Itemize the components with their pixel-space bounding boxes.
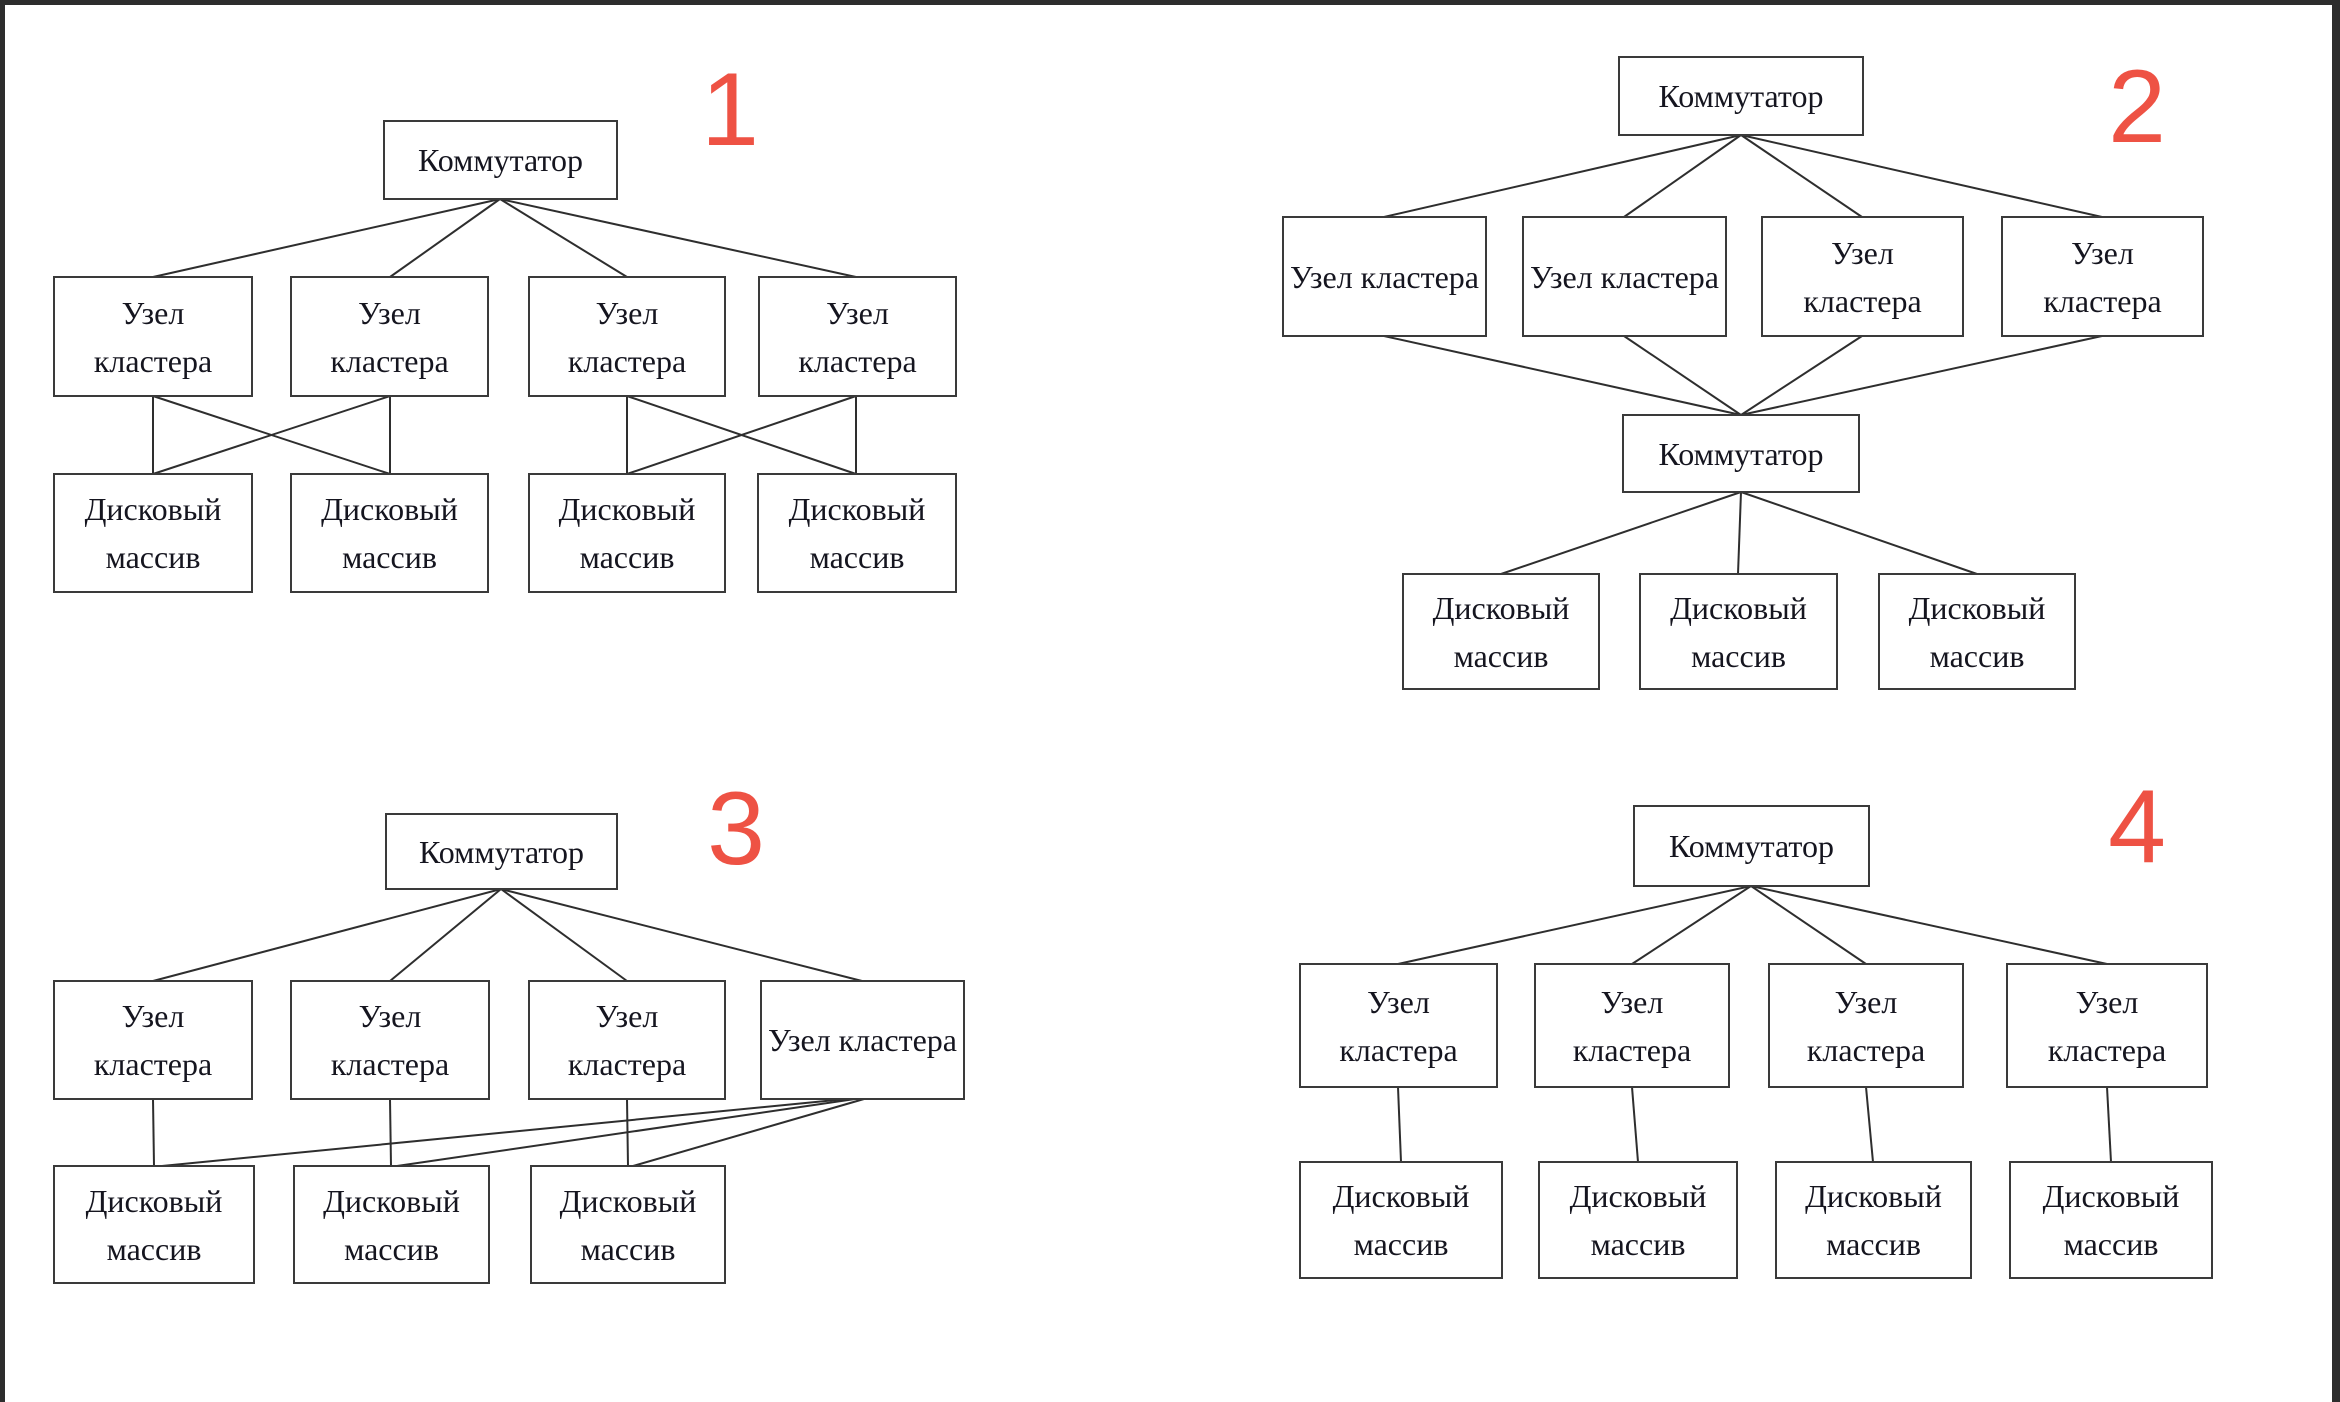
d4-disk-array-box-2: Дисковый массив	[1538, 1161, 1738, 1279]
d2-cluster-node-box-3: Узел кластера	[1761, 216, 1964, 337]
d3-disk-array-box-2: Дисковый массив	[293, 1165, 490, 1284]
d1-disk-array-box-1: Дисковый массив	[53, 473, 253, 593]
connector-line	[1631, 1086, 1639, 1163]
d4-disk-array-box-3: Дисковый массив	[1775, 1161, 1972, 1279]
d1-disk-array-box-2: Дисковый массив	[290, 473, 489, 593]
connector-line	[1740, 335, 2103, 416]
d3-cluster-node-box-4: Узел кластера	[760, 980, 965, 1100]
d1-cluster-node-box-2: Узел кластера	[290, 276, 489, 397]
connector-line	[1623, 134, 1742, 218]
d4-disk-array-box-4: Дисковый массив	[2009, 1161, 2213, 1279]
connector-line	[389, 888, 502, 982]
connector-line	[632, 1098, 865, 1167]
d3-cluster-node-box-2: Узел кластера	[290, 980, 490, 1100]
connector-line	[1631, 885, 1752, 965]
d4-cluster-node-box-1: Узел кластера	[1299, 963, 1498, 1088]
window-frame-right	[2332, 0, 2340, 1402]
d4-cluster-node-box-3: Узел кластера	[1768, 963, 1964, 1088]
window-frame-left	[0, 0, 5, 1402]
connector-line	[1740, 335, 1863, 416]
connector-line	[500, 888, 863, 982]
window-frame-top	[0, 0, 2340, 5]
connector-line	[152, 1098, 155, 1167]
d3-cluster-node-box-3: Узел кластера	[528, 980, 726, 1100]
connector-line	[152, 198, 501, 278]
d2-disk-array-box-2: Дисковый массив	[1639, 573, 1838, 690]
d1-switch-box: Коммутатор	[383, 120, 618, 200]
connector-line	[626, 395, 857, 475]
diagram-1-number: 1	[701, 52, 759, 168]
d2-switch-bottom-box: Коммутатор	[1622, 414, 1860, 493]
connector-line	[1740, 491, 1978, 575]
connector-line	[1397, 885, 1752, 965]
connector-line	[1383, 134, 1742, 218]
connector-line	[500, 888, 628, 982]
d2-disk-array-box-3: Дисковый массив	[1878, 573, 2076, 690]
d2-switch-top-box: Коммутатор	[1618, 56, 1864, 136]
d2-cluster-node-box-4: Узел кластера	[2001, 216, 2204, 337]
d1-cluster-node-box-4: Узел кластера	[758, 276, 957, 397]
d3-switch-box: Коммутатор	[385, 813, 618, 890]
diagram-4-number: 4	[2108, 769, 2166, 885]
d1-cluster-node-box-3: Узел кластера	[528, 276, 726, 397]
d3-cluster-node-box-1: Узел кластера	[53, 980, 253, 1100]
connector-line	[1623, 335, 1742, 416]
diagram-2-number: 2	[2108, 49, 2166, 165]
connector-line	[389, 1098, 392, 1167]
connector-line	[152, 888, 502, 982]
d3-disk-array-box-3: Дисковый массив	[530, 1165, 726, 1284]
connector-line	[2106, 1086, 2112, 1163]
connector-line	[161, 1098, 847, 1167]
d3-disk-array-box-1: Дисковый массив	[53, 1165, 255, 1284]
d2-cluster-node-box-2: Узел кластера	[1522, 216, 1727, 337]
d1-cluster-node-box-1: Узел кластера	[53, 276, 253, 397]
d1-disk-array-box-3: Дисковый массив	[528, 473, 726, 593]
connector-line	[1750, 885, 2108, 965]
connector-line	[1500, 491, 1742, 575]
connector-line	[499, 198, 857, 278]
connector-line	[499, 198, 628, 278]
diagram-3-number: 3	[707, 771, 765, 887]
connector-line	[1865, 1086, 1874, 1163]
connector-line	[152, 395, 391, 475]
connector-line	[389, 198, 501, 278]
connector-line	[1740, 134, 1863, 218]
d4-disk-array-box-1: Дисковый массив	[1299, 1161, 1503, 1279]
d2-disk-array-box-1: Дисковый массив	[1402, 573, 1600, 690]
connector-line	[1740, 134, 2103, 218]
connector-line	[1397, 1086, 1402, 1163]
connector-line	[396, 1098, 856, 1167]
connector-line	[1383, 335, 1742, 416]
d4-switch-box: Коммутатор	[1633, 805, 1870, 887]
connector-line	[1737, 491, 1742, 575]
d1-disk-array-box-4: Дисковый массив	[757, 473, 957, 593]
d4-cluster-node-box-4: Узел кластера	[2006, 963, 2208, 1088]
connector-line	[1750, 885, 1867, 965]
d4-cluster-node-box-2: Узел кластера	[1534, 963, 1730, 1088]
d2-cluster-node-box-1: Узел кластера	[1282, 216, 1487, 337]
